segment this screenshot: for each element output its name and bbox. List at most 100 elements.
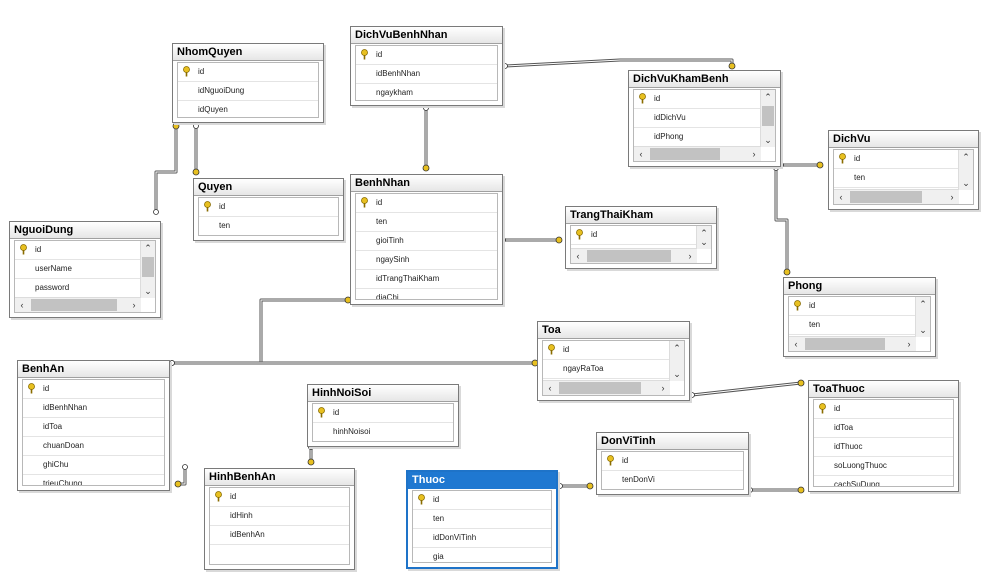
column-row[interactable]: gioiTinh bbox=[356, 232, 497, 251]
column-row[interactable]: idBenhNhan bbox=[23, 399, 164, 418]
scroll-right-arrow-icon[interactable]: › bbox=[661, 383, 665, 393]
column-row[interactable]: ngaySinh bbox=[356, 251, 497, 270]
column-row[interactable]: ten bbox=[413, 510, 551, 529]
vertical-scrollbar[interactable]: ⌃ ⌄ bbox=[958, 150, 973, 190]
scroll-thumb[interactable] bbox=[559, 382, 641, 394]
scroll-down-arrow-icon[interactable]: ⌄ bbox=[700, 237, 708, 247]
vertical-scrollbar[interactable]: ⌃ ⌄ bbox=[915, 297, 930, 337]
column-row[interactable]: soLuongThuoc bbox=[814, 457, 953, 476]
column-row[interactable]: trieuChung bbox=[23, 475, 164, 485]
scroll-right-arrow-icon[interactable]: › bbox=[132, 300, 136, 310]
column-row[interactable]: id bbox=[199, 198, 338, 217]
column-row[interactable]: ghiChu bbox=[23, 456, 164, 475]
column-row[interactable]: idHinh bbox=[210, 507, 349, 526]
scroll-left-arrow-icon[interactable]: ‹ bbox=[639, 149, 643, 159]
column-row[interactable]: tenDonVi bbox=[602, 471, 743, 489]
column-row[interactable]: ten bbox=[834, 169, 973, 188]
column-row[interactable]: idBenhNhan bbox=[356, 65, 497, 84]
horizontal-scrollbar[interactable]: ‹ › bbox=[571, 248, 697, 263]
column-row[interactable]: hinhNoisoi bbox=[313, 423, 453, 441]
scroll-thumb[interactable] bbox=[762, 106, 774, 126]
column-row[interactable]: ten bbox=[199, 217, 338, 235]
scroll-down-arrow-icon[interactable]: ⌄ bbox=[764, 135, 772, 145]
vertical-scrollbar[interactable]: ⌃ ⌄ bbox=[669, 341, 684, 381]
scroll-left-arrow-icon[interactable]: ‹ bbox=[839, 192, 843, 202]
scroll-right-arrow-icon[interactable]: › bbox=[752, 149, 756, 159]
column-row[interactable]: chuanDoan bbox=[23, 437, 164, 456]
column-row[interactable]: id bbox=[789, 297, 930, 316]
scroll-left-arrow-icon[interactable]: ‹ bbox=[794, 339, 798, 349]
column-row[interactable]: id bbox=[543, 341, 684, 360]
table-dichvubenhnhan[interactable]: DichVuBenhNhan id idBenhNhan ngaykham bbox=[350, 26, 503, 106]
scroll-down-arrow-icon[interactable]: ⌄ bbox=[144, 286, 152, 296]
column-row[interactable]: gia bbox=[413, 548, 551, 562]
scroll-up-arrow-icon[interactable]: ⌃ bbox=[919, 299, 927, 309]
table-trangthaikham[interactable]: TrangThaiKham id ten ⌃ ⌄ ‹ › bbox=[565, 206, 717, 269]
column-row[interactable]: idToa bbox=[814, 419, 953, 438]
column-row[interactable]: ngayRaToa bbox=[543, 360, 684, 379]
column-row[interactable]: idThuoc bbox=[814, 438, 953, 457]
horizontal-scrollbar[interactable]: ‹ › bbox=[789, 336, 916, 351]
scroll-down-arrow-icon[interactable]: ⌄ bbox=[919, 325, 927, 335]
table-nguoidung[interactable]: NguoiDung id userName password ⌃ ⌄ ‹ › bbox=[9, 221, 161, 318]
scroll-right-arrow-icon[interactable]: › bbox=[688, 251, 692, 261]
table-phong[interactable]: Phong id ten ⌃ ⌄ ‹ › bbox=[783, 277, 936, 357]
column-row[interactable]: idDonViTinh bbox=[413, 529, 551, 548]
scroll-down-arrow-icon[interactable]: ⌄ bbox=[962, 178, 970, 188]
table-benhnhan[interactable]: BenhNhan id ten gioiTinh ngaySinh idTran… bbox=[350, 174, 503, 305]
horizontal-scrollbar[interactable]: ‹ › bbox=[15, 297, 141, 312]
column-row[interactable]: id bbox=[814, 400, 953, 419]
vertical-scrollbar[interactable]: ⌃ ⌄ bbox=[696, 226, 711, 249]
column-row[interactable]: id bbox=[313, 404, 453, 423]
scroll-up-arrow-icon[interactable]: ⌃ bbox=[764, 92, 772, 102]
scroll-right-arrow-icon[interactable]: › bbox=[950, 192, 954, 202]
column-row[interactable]: id bbox=[210, 488, 349, 507]
table-toathuoc[interactable]: ToaThuoc id idToa idThuoc soLuongThuoc c… bbox=[808, 380, 959, 492]
column-row[interactable]: id bbox=[356, 194, 497, 213]
scroll-up-arrow-icon[interactable]: ⌃ bbox=[673, 343, 681, 353]
scroll-thumb[interactable] bbox=[587, 250, 671, 262]
vertical-scrollbar[interactable]: ⌃ ⌄ bbox=[140, 241, 155, 298]
scroll-up-arrow-icon[interactable]: ⌃ bbox=[144, 243, 152, 253]
table-nhomquyen[interactable]: NhomQuyen id idNguoiDung idQuyen bbox=[172, 43, 324, 123]
table-dichvu[interactable]: DichVu id ten ⌃ ⌄ ‹ › bbox=[828, 130, 979, 210]
scroll-left-arrow-icon[interactable]: ‹ bbox=[576, 251, 580, 261]
column-row[interactable]: cachSuDung bbox=[814, 476, 953, 486]
vertical-scrollbar[interactable]: ⌃ ⌄ bbox=[760, 90, 775, 147]
scroll-thumb[interactable] bbox=[142, 257, 154, 277]
scroll-thumb[interactable] bbox=[850, 191, 922, 203]
table-quyen[interactable]: Quyen id ten bbox=[193, 178, 344, 241]
column-row[interactable]: idToa bbox=[23, 418, 164, 437]
table-donvitinh[interactable]: DonViTinh id tenDonVi bbox=[596, 432, 749, 495]
scroll-thumb[interactable] bbox=[31, 299, 117, 311]
column-row[interactable]: idBenhAn bbox=[210, 526, 349, 545]
horizontal-scrollbar[interactable]: ‹ › bbox=[543, 380, 670, 395]
column-row[interactable]: userName bbox=[15, 260, 155, 279]
scroll-up-arrow-icon[interactable]: ⌃ bbox=[962, 152, 970, 162]
scroll-thumb[interactable] bbox=[805, 338, 885, 350]
column-row[interactable]: idQuyen bbox=[178, 101, 318, 117]
column-row[interactable]: idDichVu bbox=[634, 109, 775, 128]
horizontal-scrollbar[interactable]: ‹ › bbox=[634, 146, 761, 161]
table-hinhbenhan[interactable]: HinhBenhAn id idHinh idBenhAn bbox=[204, 468, 355, 570]
column-row[interactable]: id bbox=[178, 63, 318, 82]
column-row[interactable]: id bbox=[23, 380, 164, 399]
scroll-thumb[interactable] bbox=[650, 148, 720, 160]
column-row[interactable]: id bbox=[15, 241, 155, 260]
column-row[interactable]: id bbox=[634, 90, 775, 109]
column-row[interactable]: id bbox=[602, 452, 743, 471]
horizontal-scrollbar[interactable]: ‹ › bbox=[834, 189, 959, 204]
column-row[interactable]: idPhong bbox=[634, 128, 775, 147]
column-row[interactable]: password bbox=[15, 279, 155, 298]
column-row[interactable]: id bbox=[413, 491, 551, 510]
column-row[interactable]: id bbox=[356, 46, 497, 65]
column-row[interactable]: ngaykham bbox=[356, 84, 497, 100]
scroll-right-arrow-icon[interactable]: › bbox=[907, 339, 911, 349]
scroll-left-arrow-icon[interactable]: ‹ bbox=[20, 300, 24, 310]
scroll-down-arrow-icon[interactable]: ⌄ bbox=[673, 369, 681, 379]
table-toa[interactable]: Toa id ngayRaToa ⌃ ⌄ ‹ › bbox=[537, 321, 690, 401]
column-row[interactable]: id bbox=[834, 150, 973, 169]
table-benhan[interactable]: BenhAn id idBenhNhan idToa chuanDoan ghi… bbox=[17, 360, 170, 491]
column-row[interactable]: ten bbox=[356, 213, 497, 232]
table-dichvukhambenh[interactable]: DichVuKhamBenh id idDichVu idPhong ⌃ ⌄ ‹… bbox=[628, 70, 781, 167]
